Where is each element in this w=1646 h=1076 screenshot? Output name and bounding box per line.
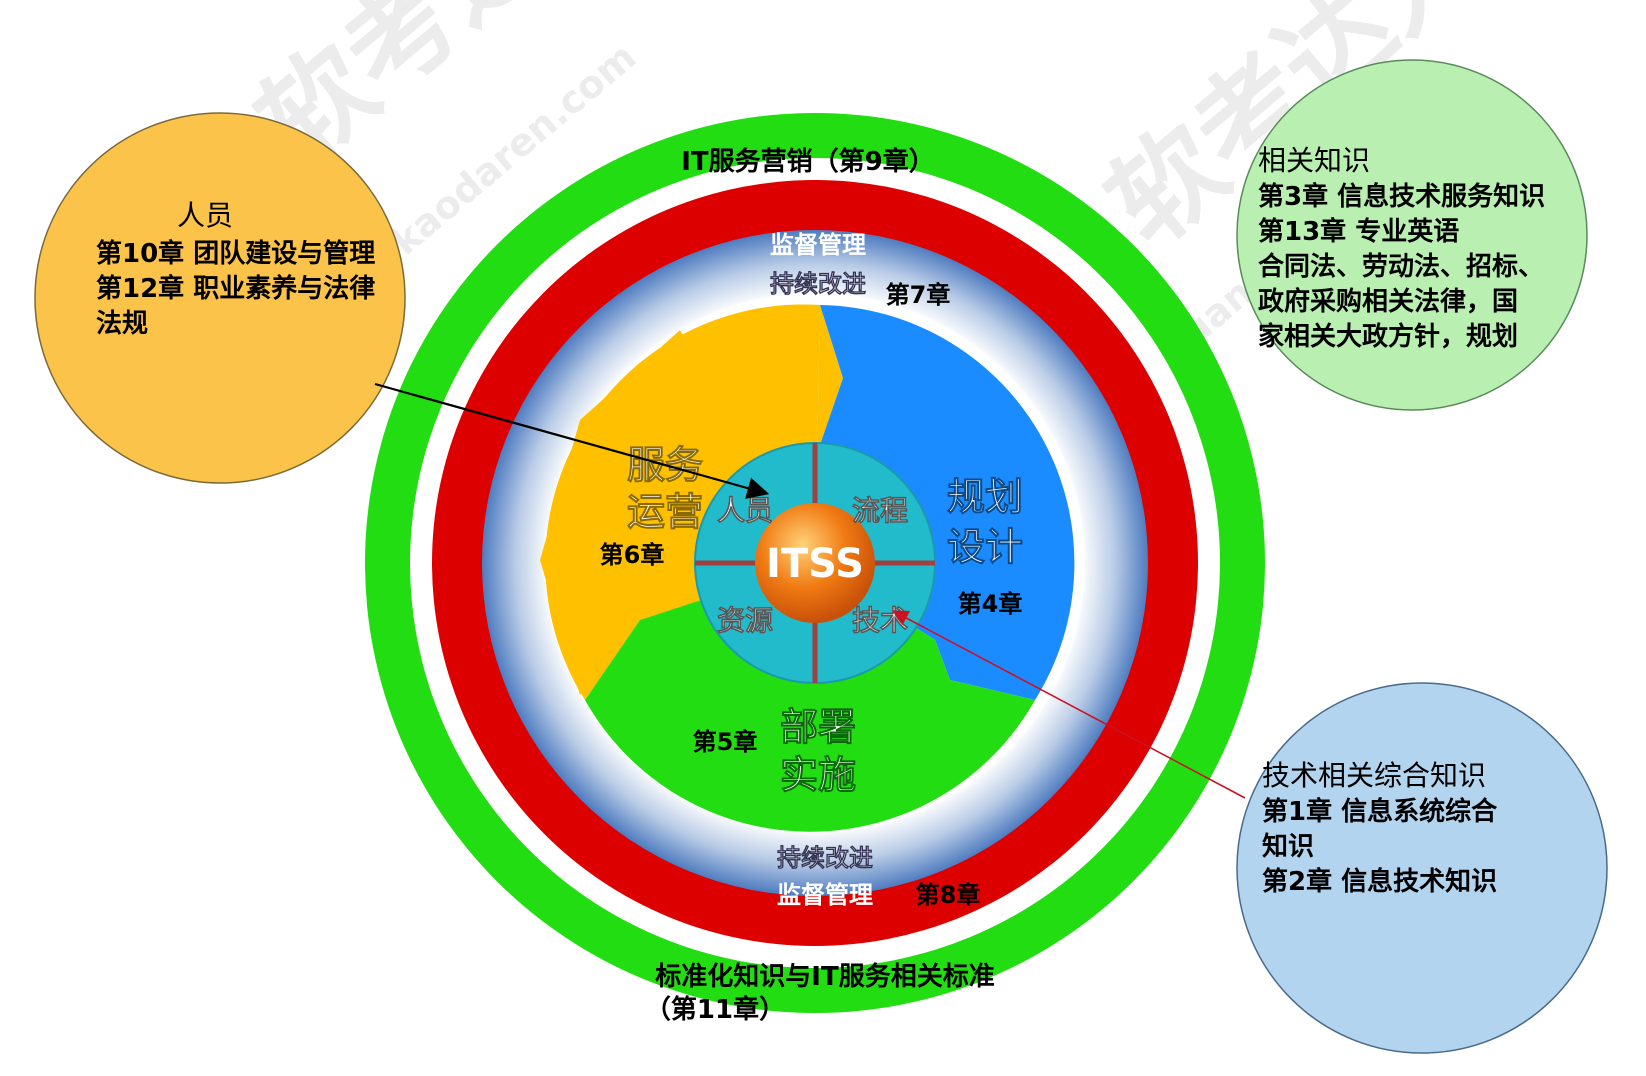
core-quadrant-tech: 技术: [852, 604, 908, 637]
deploy-label-2: 实施: [780, 753, 856, 797]
red-top-label: 监督管理: [770, 231, 866, 259]
tech-arrow: [892, 610, 1246, 799]
design-chapter: 第4章: [958, 590, 1023, 618]
segment-deploy-implement: [585, 563, 1035, 832]
red-bottom-label: 监督管理: [777, 881, 873, 909]
related-bubble-line: 第13章 专业英语: [1258, 216, 1459, 247]
deploy-chapter: 第5章: [693, 728, 758, 756]
outer-bottom-label-2: （第11章）: [645, 994, 785, 1025]
itss-ball: [755, 503, 875, 623]
people-bubble-line: 第10章 团队建设与管理: [96, 238, 375, 269]
people-arrow: [374, 382, 770, 499]
tech-bubble: [1236, 682, 1608, 1054]
related-bubble-line: 合同法、劳动法、招标、: [1258, 251, 1544, 282]
related-bubble: [1236, 59, 1588, 411]
deploy-label-1: 部署: [780, 705, 856, 749]
blue-bottom-label: 持续改进: [777, 844, 873, 872]
tech-bubble-line: 知识: [1262, 832, 1314, 862]
people-bubble-title: 人员: [177, 199, 233, 232]
operation-chapter: 第6章: [600, 541, 665, 569]
core-quadrant-resource: 资源: [717, 604, 773, 637]
segment-operation-fill: [545, 304, 820, 700]
core-quadrant-people: 人员: [717, 494, 773, 527]
outer-bottom-label-1: 标准化知识与IT服务相关标准: [655, 962, 994, 992]
blue-top-chapter: 第7章: [886, 281, 951, 309]
related-bubble-line: 家相关大政方针，规划: [1258, 321, 1518, 352]
core-quadrant-process: 流程: [852, 494, 908, 527]
design-label-1: 规划: [947, 475, 1023, 519]
tech-bubble-line: 第1章 信息系统综合: [1262, 796, 1498, 827]
outer-top-label: IT服务营销（第9章）: [681, 146, 935, 177]
people-bubble-line: 法规: [96, 309, 148, 339]
related-bubble-title: 相关知识: [1258, 144, 1370, 177]
red-bottom-chapter: 第8章: [916, 881, 981, 909]
tech-bubble-title: 技术相关综合知识: [1262, 759, 1486, 792]
related-bubble-line: 政府采购相关法律，国: [1258, 286, 1518, 317]
design-label-2: 设计: [947, 525, 1023, 569]
tech-bubble-line: 第2章 信息技术知识: [1262, 866, 1497, 897]
people-bubble: [34, 112, 406, 484]
blue-top-label: 持续改进: [770, 270, 866, 298]
operation-label-2: 运营: [627, 490, 703, 534]
related-bubble-line: 第3章 信息技术服务知识: [1258, 181, 1545, 212]
people-bubble-line: 第12章 职业素养与法律: [96, 273, 375, 304]
itss-label: ITSS: [766, 541, 864, 587]
